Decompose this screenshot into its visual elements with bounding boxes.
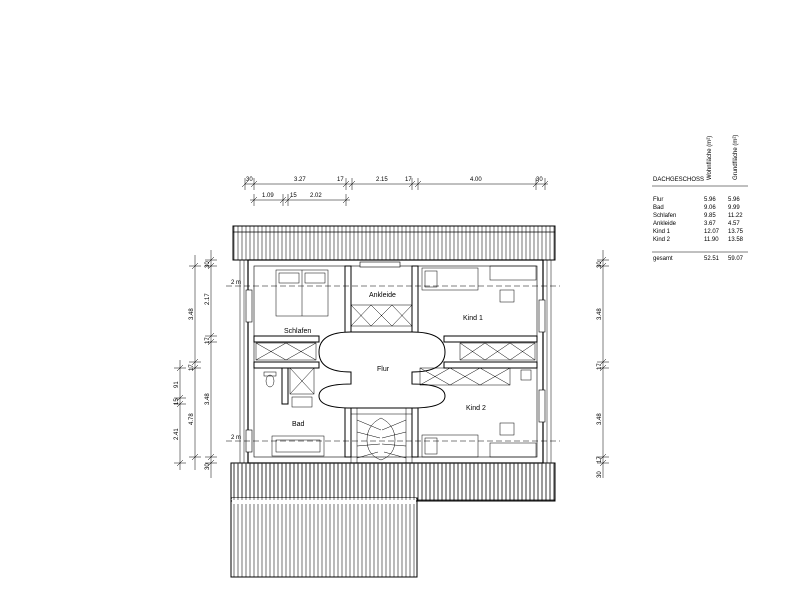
area-row-name: Bad bbox=[653, 205, 664, 211]
dim-right-3: 17 bbox=[597, 363, 603, 370]
room-label-schlafen: Schlafen bbox=[284, 328, 311, 335]
room-label-kind2: Kind 2 bbox=[466, 405, 486, 412]
dim-top-9: 15 bbox=[290, 193, 297, 199]
area-total-wohn: 52.51 bbox=[704, 256, 720, 262]
dim-left-2: 2.17 bbox=[205, 293, 211, 305]
level-mark-lower: 2 m bbox=[231, 435, 241, 441]
dim-left-11: 91 bbox=[174, 381, 180, 388]
dim-top-5: 17 bbox=[405, 177, 412, 183]
area-row-wohn: 11.90 bbox=[704, 237, 719, 243]
staircase bbox=[350, 407, 413, 464]
area-table bbox=[652, 185, 748, 253]
dim-left-4: 3.48 bbox=[205, 393, 211, 405]
dim-left-10: 15 bbox=[174, 398, 180, 405]
dim-left-9: 2.41 bbox=[174, 428, 180, 440]
area-row-name: Kind 2 bbox=[653, 237, 671, 243]
dimension-chain-left bbox=[174, 250, 217, 478]
dim-top-8: 1.09 bbox=[262, 193, 274, 199]
area-row-name: Ankleide bbox=[653, 221, 677, 227]
room-label-ankleide: Ankleide bbox=[369, 292, 396, 299]
area-table-rows: Flur 5.96 5.96 Bad 9.06 9.99 Schlafen 9.… bbox=[653, 197, 744, 262]
area-row-wohn: 9.85 bbox=[704, 213, 716, 219]
dimension-chain-top bbox=[241, 178, 549, 206]
room-label-kind1: Kind 1 bbox=[463, 315, 483, 322]
dim-right-2: 3.48 bbox=[597, 308, 603, 320]
dim-left-7: 17 bbox=[189, 364, 195, 371]
area-row-grund: 11.22 bbox=[728, 213, 743, 219]
area-table-col1-header: Wohnfläche (m²) bbox=[707, 136, 713, 180]
dim-right-6: 30 bbox=[597, 471, 603, 478]
area-row-name: Flur bbox=[653, 197, 663, 203]
area-row-grund: 4.57 bbox=[728, 221, 740, 227]
dimension-chain-right bbox=[597, 250, 609, 478]
bathroom-fixtures bbox=[263, 367, 325, 457]
area-table-title: DACHGESCHOSS bbox=[653, 177, 704, 183]
dim-right-1: 30 bbox=[597, 261, 603, 268]
dim-top-4: 2.15 bbox=[376, 177, 388, 183]
dim-top-7: 30 bbox=[536, 177, 543, 183]
area-row-name: Kind 1 bbox=[653, 229, 671, 235]
dim-top-6: 4.00 bbox=[470, 177, 482, 183]
area-row-wohn: 3.67 bbox=[704, 221, 716, 227]
dim-left-3: 17 bbox=[205, 337, 211, 344]
wardrobes bbox=[255, 304, 536, 386]
area-row-name: Schlafen bbox=[653, 213, 676, 219]
level-mark-upper: 2 m bbox=[231, 280, 241, 286]
dim-left-5: 30 bbox=[205, 463, 211, 470]
area-row-grund: 13.75 bbox=[728, 229, 744, 235]
height-lines bbox=[226, 285, 560, 442]
area-row-wohn: 5.96 bbox=[704, 197, 716, 203]
roof-bottom bbox=[230, 462, 556, 578]
dim-right-4: 3.48 bbox=[597, 413, 603, 425]
area-row-wohn: 9.06 bbox=[704, 205, 716, 211]
dim-left-8: 4.78 bbox=[189, 413, 195, 425]
room-label-flur: Flur bbox=[377, 366, 390, 373]
area-table-col2-header: Grundfläche (m²) bbox=[733, 135, 739, 180]
area-row-grund: 13.58 bbox=[728, 237, 744, 243]
roof-top bbox=[232, 225, 556, 261]
dim-top-3: 17 bbox=[337, 177, 344, 183]
beds bbox=[275, 267, 479, 458]
dim-top-10: 2.02 bbox=[310, 193, 322, 199]
dim-right-5: 17 bbox=[597, 456, 603, 463]
dim-top-1: 30 bbox=[246, 177, 253, 183]
dim-left-1: 30 bbox=[205, 261, 211, 268]
area-total-grund: 59.07 bbox=[728, 256, 744, 262]
area-row-grund: 9.99 bbox=[728, 205, 740, 211]
room-label-bad: Bad bbox=[292, 421, 305, 428]
dim-left-6: 3.48 bbox=[189, 308, 195, 320]
area-total-name: gesamt bbox=[653, 256, 673, 262]
desks bbox=[489, 265, 537, 458]
area-row-grund: 5.96 bbox=[728, 197, 740, 203]
area-row-wohn: 12.07 bbox=[704, 229, 720, 235]
dim-top-2: 3.27 bbox=[294, 177, 306, 183]
